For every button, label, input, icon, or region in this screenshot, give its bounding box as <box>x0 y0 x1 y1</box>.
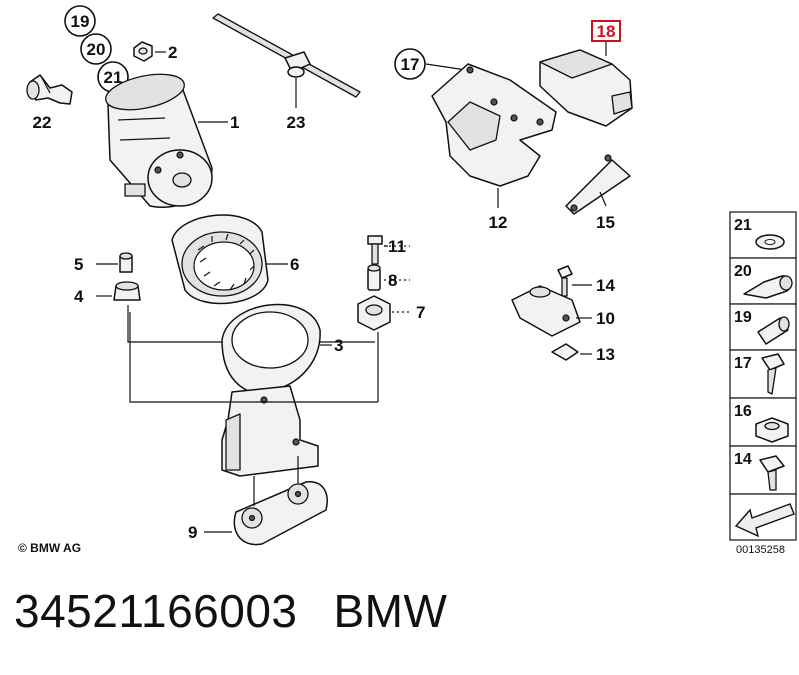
callout-6: 6 <box>290 255 299 274</box>
part-3-clamp-bracket <box>221 303 332 477</box>
callout-13: 13 <box>596 345 615 364</box>
svg-text:20: 20 <box>87 40 106 59</box>
callout-8: 8 <box>388 271 397 290</box>
image-number: 00135258 <box>736 544 785 556</box>
part-14-bolt <box>557 265 592 297</box>
part-15-bracket <box>565 154 631 215</box>
part-9-mounting-plate <box>204 456 328 546</box>
legend-item-14: 14 <box>729 445 797 495</box>
part-12-bracket <box>431 63 557 208</box>
direction-arrow-icon <box>729 493 797 541</box>
part-13-clip <box>551 343 592 361</box>
svg-text:14: 14 <box>734 451 752 468</box>
part-10-sensor-bracket <box>511 285 592 337</box>
part-2-nut <box>133 41 166 62</box>
svg-text:19: 19 <box>71 12 90 31</box>
part-6-ring <box>171 214 288 305</box>
callout-23: 23 <box>287 113 306 132</box>
callout-15: 15 <box>596 213 615 232</box>
svg-text:21: 21 <box>104 68 123 87</box>
svg-text:18: 18 <box>597 22 616 41</box>
svg-text:21: 21 <box>734 217 752 234</box>
callout-18-highlighted[interactable]: 18 <box>591 20 621 42</box>
part-22-fitting <box>26 74 73 105</box>
svg-text:20: 20 <box>734 263 752 280</box>
callout-4: 4 <box>74 287 84 306</box>
callout-10: 10 <box>596 309 615 328</box>
callout-2: 2 <box>168 43 177 62</box>
part-number: 34521166003 <box>14 585 298 637</box>
callout-19: 19 <box>64 5 96 37</box>
part-8-sleeve <box>367 264 410 291</box>
part-18-control-module <box>539 40 633 127</box>
part-11-bolt <box>367 235 388 265</box>
callout-3: 3 <box>334 336 343 355</box>
callout-1: 1 <box>230 113 239 132</box>
legend-item-19: 19 <box>729 303 797 351</box>
part-1-hydraulic-unit <box>105 73 228 208</box>
callout-9: 9 <box>188 523 197 542</box>
legend-item-16: 16 <box>729 397 797 447</box>
legend-item-17: 17 <box>729 349 797 399</box>
part-5-bolt <box>96 252 133 273</box>
svg-text:17: 17 <box>401 55 420 74</box>
callout-5: 5 <box>74 255 83 274</box>
callout-17: 17 <box>394 48 426 80</box>
part-7-mount <box>129 295 410 403</box>
svg-text:© BMW AG: © BMW AG <box>18 541 81 555</box>
svg-text:17: 17 <box>734 355 752 372</box>
part-caption: 34521166003 BMW <box>14 584 447 640</box>
legend-column: 21 20 19 17 16 <box>729 211 797 541</box>
legend-item-21: 21 <box>729 211 797 259</box>
bmw-ag-copyright: © BMW AG <box>18 541 81 555</box>
brand-name: BMW <box>333 585 448 637</box>
svg-text:16: 16 <box>734 403 752 420</box>
svg-text:19: 19 <box>734 309 752 326</box>
callout-7: 7 <box>416 303 425 322</box>
legend-item-20: 20 <box>729 257 797 305</box>
callout-20: 20 <box>80 33 112 65</box>
callout-12: 12 <box>489 213 508 232</box>
part-23-cable-tie <box>212 13 361 108</box>
callout-22: 22 <box>33 113 52 132</box>
callout-11: 11 <box>388 237 406 256</box>
callout-14: 14 <box>596 276 615 295</box>
